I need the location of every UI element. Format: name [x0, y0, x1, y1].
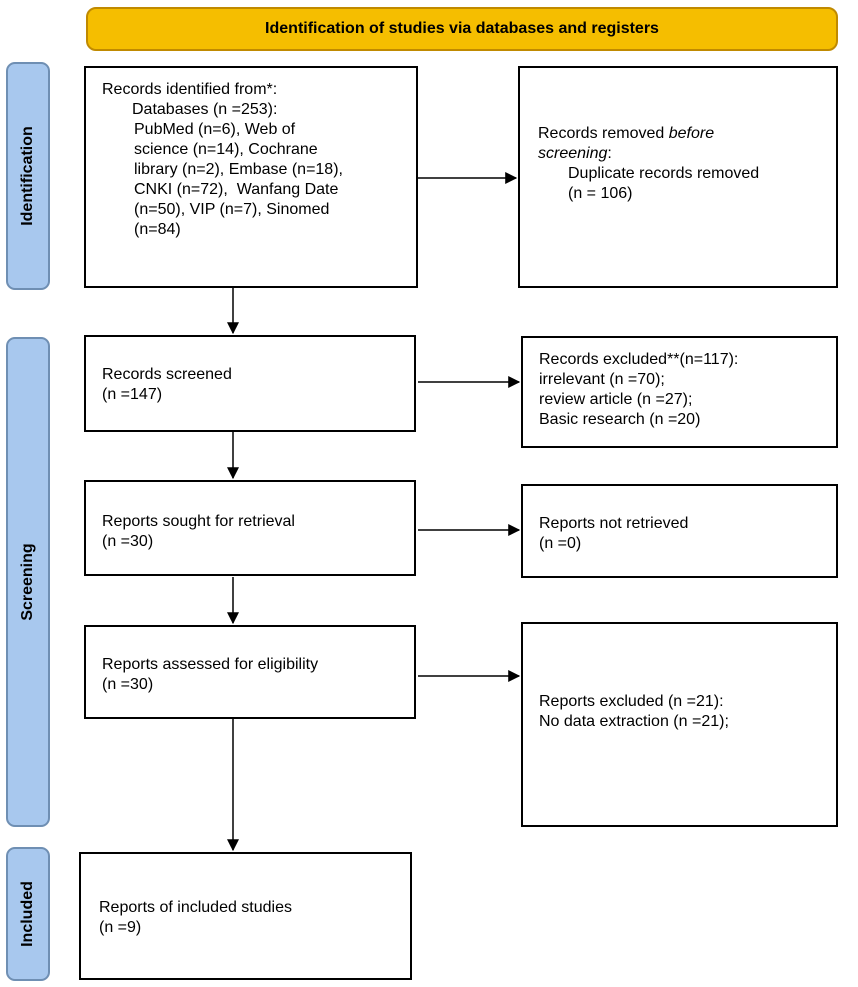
records-screened-box: Records screened (n =147): [84, 335, 416, 432]
included-studies-box: Reports of included studies (n =9): [79, 852, 412, 980]
stage-label-screening: Screening: [6, 337, 50, 827]
records-removed-colon: :: [607, 145, 612, 162]
database-line: (n=50), VIP (n=7), Sinomed: [134, 201, 330, 218]
reports-sought-box: Reports sought for retrieval (n =30): [84, 480, 416, 576]
stage-label-identification: Identification: [6, 62, 50, 290]
records-excluded-title: Records excluded**(n=117):: [539, 351, 739, 368]
records-removed-screening: screening: [538, 145, 608, 162]
reports-excluded-title: Reports excluded (n =21):: [539, 693, 724, 710]
records-removed-box: Records removed before screening: Duplic…: [518, 66, 838, 288]
records-removed-before: before: [668, 125, 715, 142]
reports-not-retrieved-count: (n =0): [539, 535, 582, 552]
exclusion-reason: review article (n =27);: [539, 391, 693, 408]
duplicates-removed-label: Duplicate records removed: [568, 165, 760, 182]
records-removed-title: Records removed before: [538, 124, 836, 144]
reports-sought-count: (n =30): [102, 533, 154, 550]
reports-assessed-count: (n =30): [102, 676, 154, 693]
records-identified-box: Records identified from*: Databases (n =…: [84, 66, 418, 288]
database-line: CNKI (n=72), Wanfang Date: [134, 181, 339, 198]
database-line: PubMed (n=6), Web of: [134, 121, 296, 138]
included-studies-title: Reports of included studies: [99, 899, 292, 916]
section-header: Identification of studies via databases …: [86, 7, 838, 51]
database-line: (n=84): [134, 221, 181, 238]
records-identified-title: Records identified from*:: [102, 81, 278, 98]
records-excluded-box: Records excluded**(n=117): irrelevant (n…: [521, 336, 838, 448]
records-screened-title: Records screened: [102, 366, 232, 383]
section-header-title: Identification of studies via databases …: [265, 20, 659, 37]
reports-sought-title: Reports sought for retrieval: [102, 513, 295, 530]
stage-label-included: Included: [6, 847, 50, 981]
reports-excluded-box: Reports excluded (n =21): No data extrac…: [521, 622, 838, 827]
database-line: science (n=14), Cochrane: [134, 141, 318, 158]
reports-assessed-box: Reports assessed for eligibility (n =30): [84, 625, 416, 719]
reports-not-retrieved-title: Reports not retrieved: [539, 515, 689, 532]
databases-total: Databases (n =253):: [132, 101, 278, 118]
duplicates-removed-count: (n = 106): [568, 185, 633, 202]
database-line: library (n=2), Embase (n=18),: [134, 161, 343, 178]
reports-not-retrieved-box: Reports not retrieved (n =0): [521, 484, 838, 578]
included-studies-count: (n =9): [99, 919, 142, 936]
records-removed-screening-line: screening:: [538, 144, 836, 164]
exclusion-reason: Basic research (n =20): [539, 411, 701, 428]
records-screened-count: (n =147): [102, 386, 163, 403]
reports-assessed-title: Reports assessed for eligibility: [102, 656, 319, 673]
exclusion-reason: irrelevant (n =70);: [539, 371, 665, 388]
reports-excluded-reason: No data extraction (n =21);: [539, 713, 729, 730]
records-removed-prefix: Records removed: [538, 125, 669, 142]
